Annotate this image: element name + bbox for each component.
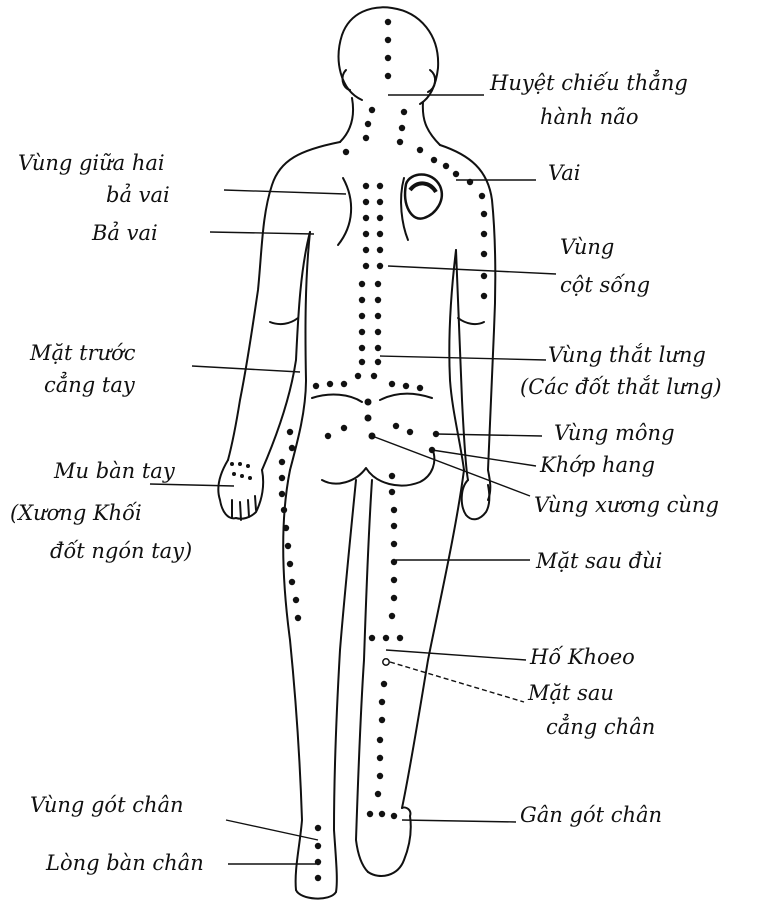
label-cot-song-2: cột sống [560,273,650,297]
leader-mong [436,434,542,436]
left-scapula [338,178,351,245]
label-long-ban-chan: Lòng bàn chân [45,851,204,875]
left-foot [296,890,336,899]
leader-ba-vai [210,232,314,234]
label-got-chan: Vùng gót chân [30,793,184,817]
label-huyet-2: hành não [540,105,638,129]
leader-vung-giua [224,190,346,194]
leader-khop-hang [432,450,536,466]
label-cot-song-1: Vùng [560,235,614,259]
leader-mu-ban-tay [150,484,234,486]
neck-left [340,98,353,142]
right-foot [368,807,411,876]
label-mat-sau-dui: Mặt sau đùi [535,549,662,573]
label-ba-vai: Bả vai [91,221,158,245]
label-mong: Vùng mông [554,421,675,445]
leader-xuong-cung [372,436,530,496]
neck-right [423,102,440,145]
label-huyet-1: Huyệt chiếu thẳng [489,70,688,95]
label-xuong-cung: Vùng xương cùng [534,493,719,517]
label-mu-ban-tay: Mu bàn tay [53,459,176,483]
right-ear [428,70,435,92]
leader-got-chan [226,820,318,840]
left-arm-inner [262,232,310,470]
label-vung-giua-1: Vùng giữa hai [18,151,165,175]
leader-mat-sau-cang-chan [390,662,524,702]
right-elbow-crease [458,318,484,324]
leader-that-lung [380,356,546,360]
labels: Huyệt chiếu thẳng hành não Vai Vùng cột … [10,70,722,875]
shoulder-patch [405,175,442,219]
leader-gan-got [402,820,516,822]
label-cac-dot: (Các đốt thắt lưng) [520,375,722,399]
leader-cot-song [388,266,556,274]
left-leg-inner [334,480,356,892]
label-that-lung: Vùng thắt lưng [548,343,706,367]
right-hand [462,480,490,519]
left-fingers [232,496,256,520]
label-xuong-khoi-2: đốt ngón tay) [50,539,192,563]
label-khop-hang: Khớp hang [539,453,655,477]
label-xuong-khoi-1: (Xương Khối [10,501,142,525]
left-elbow-crease [270,318,298,324]
label-mat-sau-cang-2: cẳng chân [546,714,655,739]
torso-left [290,232,310,470]
label-mat-truoc-1: Mặt trước [29,341,136,365]
label-vung-giua-2: bả vai [106,183,170,207]
label-mat-sau-cang-1: Mặt sau [527,681,614,705]
hip-curve [312,394,432,402]
right-arm-inner [456,250,468,480]
label-vai: Vai [548,161,580,185]
label-ho-khoeo: Hố Khoeo [529,645,635,669]
label-mat-truoc-2: cẳng tay [44,372,136,397]
leader-ho-khoeo [386,650,526,660]
label-gan-got: Gân gót chân [520,803,662,827]
left-leg-outer [283,470,302,890]
right-leg-outer [402,470,464,808]
